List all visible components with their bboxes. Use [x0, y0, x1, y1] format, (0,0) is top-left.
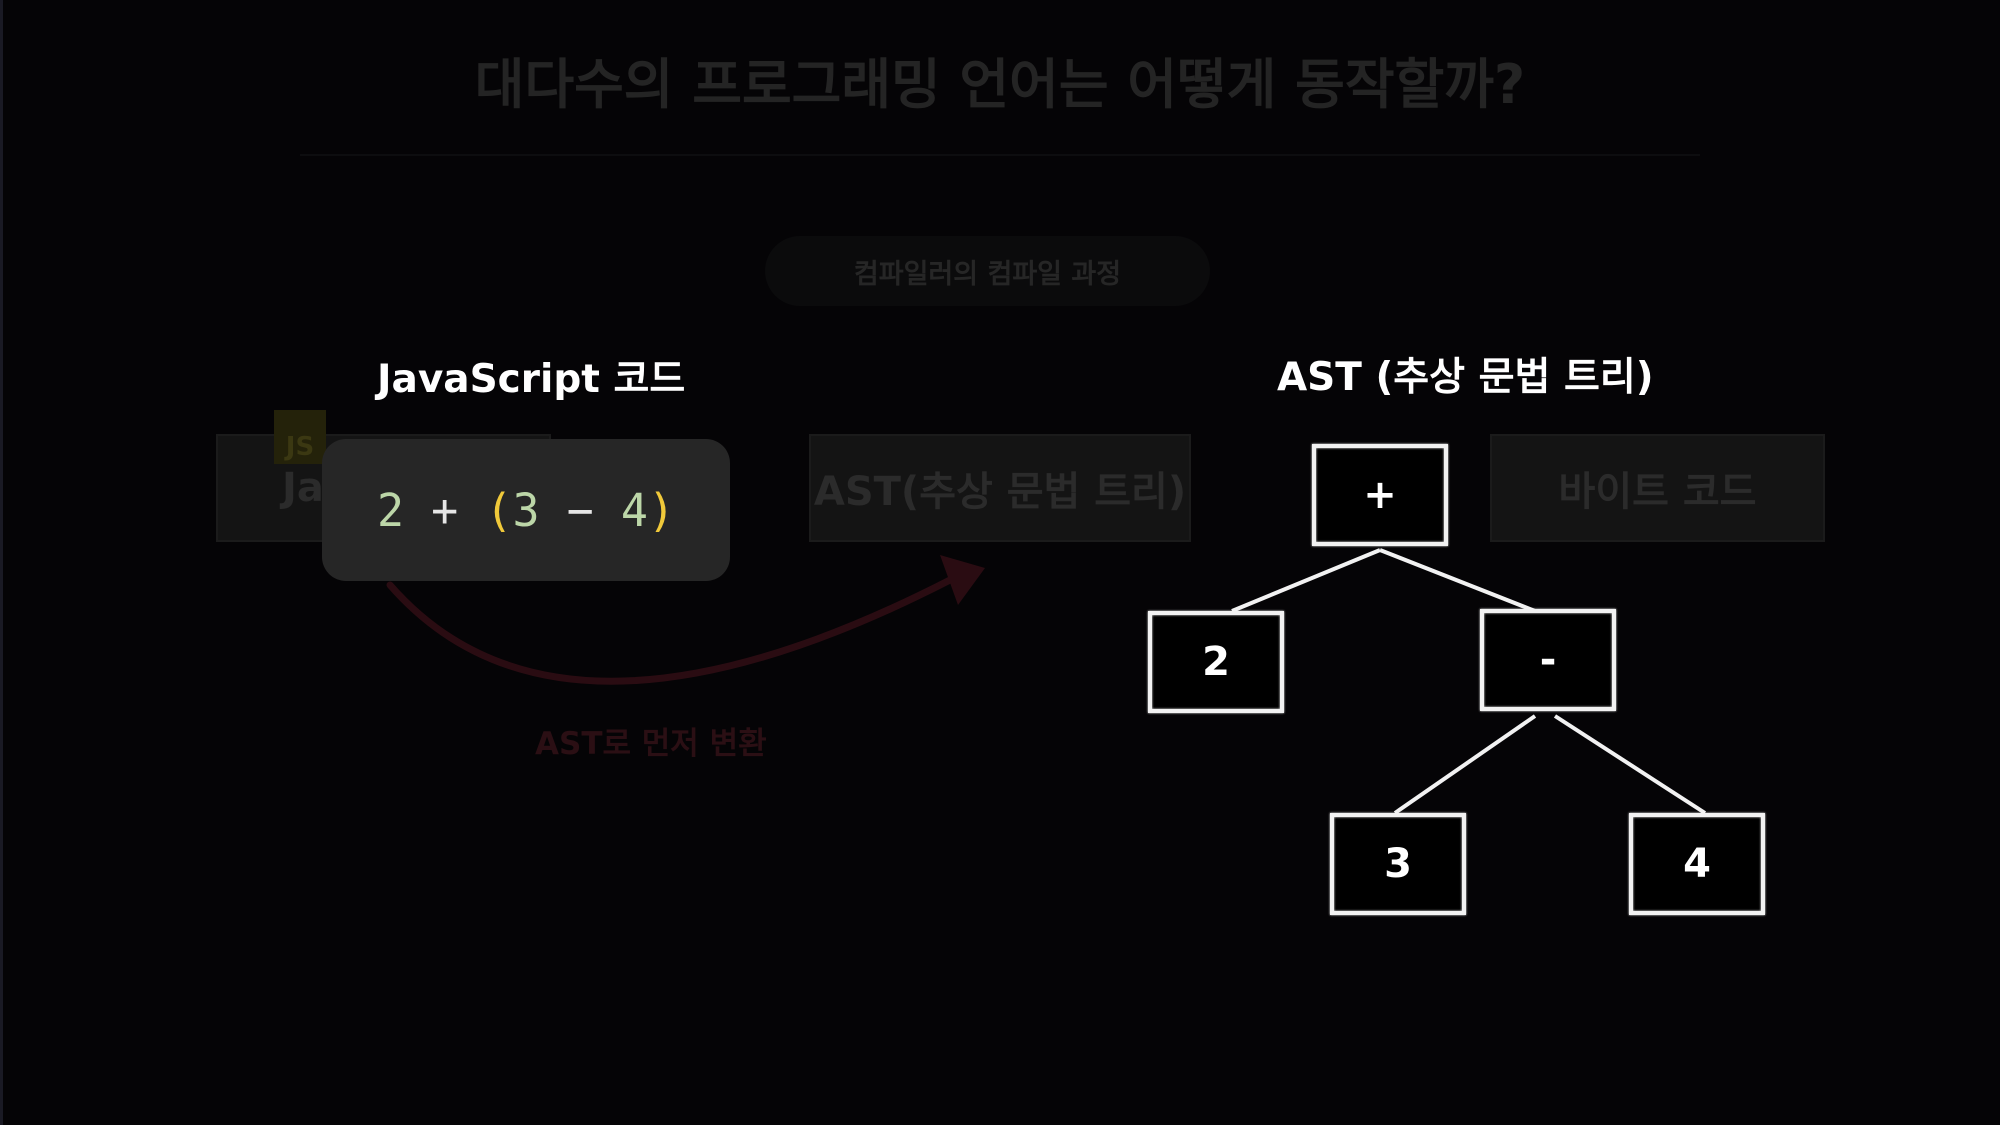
edge-minus-right [1553, 714, 1707, 815]
ast-node-plus: + [1312, 444, 1448, 546]
code-token-4: 4 [620, 483, 648, 537]
window-edge [0, 0, 3, 1125]
code-token-3: 3 [512, 483, 540, 537]
code-token-lparen: ( [485, 483, 513, 537]
edge-root-right [1379, 548, 1536, 613]
ast-step-box: AST(추상 문법 트리) [809, 434, 1191, 542]
ast-node-3: 3 [1330, 813, 1466, 915]
code-token-minus: − [566, 483, 594, 537]
ast-node-2: 2 [1148, 611, 1284, 713]
code-token-plus: + [431, 483, 459, 537]
slide-title: 대다수의 프로그래밍 언어는 어떻게 동작할까? [474, 53, 1526, 116]
subtitle-pill: 컴파일러의 컴파일 과정 [765, 236, 1210, 306]
ast-heading: AST (추상 문법 트리) [1277, 355, 1654, 400]
edge-root-left [1231, 548, 1381, 613]
code-heading: JavaScript 코드 [377, 357, 686, 402]
edge-minus-left [1393, 714, 1537, 815]
code-token-2: 2 [376, 483, 405, 537]
arrow-label: AST로 먼저 변환 [535, 726, 767, 762]
ast-node-minus: - [1480, 609, 1616, 711]
title-divider [300, 154, 1700, 156]
code-card: 2 + (3 − 4) [322, 439, 730, 581]
js-logo-icon: JS [274, 410, 326, 464]
bytecode-step-box: 바이트 코드 [1490, 434, 1825, 542]
ast-node-4: 4 [1629, 813, 1765, 915]
code-token-rparen: ) [647, 483, 676, 537]
